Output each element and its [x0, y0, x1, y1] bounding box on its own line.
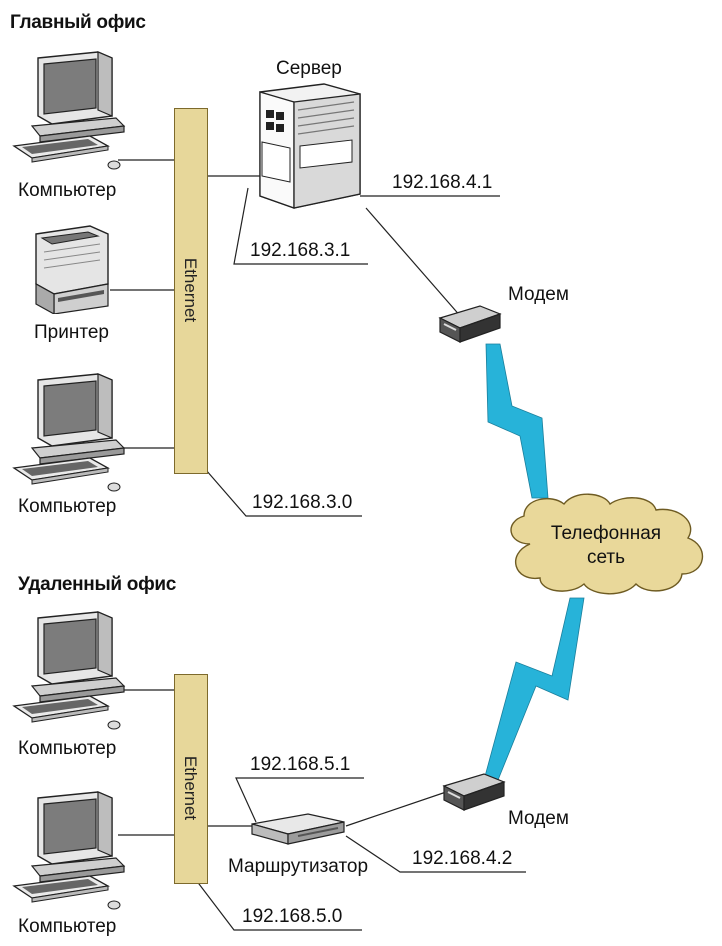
computer-icon [12, 791, 126, 910]
section-main-office: Главный офис [10, 12, 146, 33]
router-label: Маршрутизатор [228, 856, 369, 877]
leader-192-168-3-0 [205, 469, 362, 517]
modem-icon [442, 773, 506, 811]
printer-label: Принтер [34, 322, 109, 343]
cloud-label-line2: сеть [586, 547, 626, 568]
ip-server-modem-link: 192.168.4.1 [392, 172, 493, 193]
wire-router-modem [345, 789, 453, 827]
lightning-bottom [483, 597, 585, 781]
lightning-top [485, 343, 549, 499]
ethernet-bus-main [174, 108, 208, 474]
ip-server-lan: 192.168.3.1 [250, 240, 351, 261]
modem-icon [438, 305, 502, 343]
section-remote-office: Удаленный офис [18, 574, 177, 595]
printer-icon [35, 225, 109, 314]
computer-icon [12, 51, 126, 170]
server-label: Сервер [276, 58, 342, 79]
leader-192-168-5-0 [195, 879, 362, 931]
modem-top-label: Модем [508, 284, 569, 305]
leader-192-168-5-1 [235, 777, 364, 823]
telephone-network-cloud [510, 493, 704, 595]
ethernet-main-label: Ethernet [181, 257, 200, 323]
ip-router-lan: 192.168.5.1 [250, 754, 351, 775]
ip-remote-lan-network: 192.168.5.0 [242, 906, 343, 927]
leader-192-168-3-1 [233, 187, 368, 265]
ethernet-remote-label: Ethernet [181, 755, 200, 821]
modem-bottom-label: Модем [508, 808, 569, 829]
ethernet-bus-remote [174, 674, 208, 884]
cloud-label-line1: Телефонная [550, 523, 662, 544]
computer-label-4: Компьютер [18, 916, 117, 937]
computer-icon [12, 373, 126, 492]
ip-main-lan-network: 192.168.3.0 [252, 492, 353, 513]
computer-label-3: Компьютер [18, 738, 117, 759]
computer-label-1: Компьютер [18, 180, 117, 201]
server-icon [259, 83, 361, 209]
ip-router-modem-link: 192.168.4.2 [412, 848, 513, 869]
computer-label-2: Компьютер [18, 496, 117, 517]
computer-icon [12, 611, 126, 730]
wire-server-modem [365, 207, 463, 319]
router-icon [251, 813, 345, 845]
leader-192-168-4-2 [345, 835, 526, 873]
